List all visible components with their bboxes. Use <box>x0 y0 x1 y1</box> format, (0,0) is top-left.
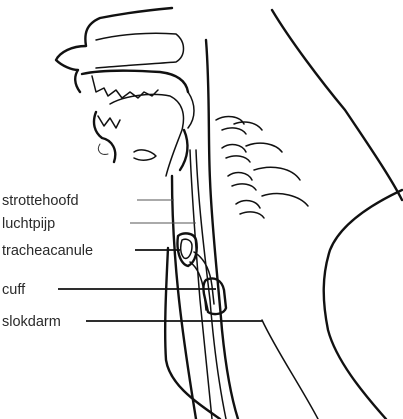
shoulder-outline <box>324 190 402 419</box>
cuff <box>203 278 226 314</box>
vertebra <box>254 167 300 180</box>
label-strottehoofd: strottehoofd <box>2 193 79 209</box>
soft-palate <box>188 92 194 128</box>
epiglottis <box>180 130 187 170</box>
label-cuff: cuff <box>2 282 26 298</box>
back-lower-outline <box>262 320 318 419</box>
vertebra <box>228 173 256 190</box>
label-slokdarm: slokdarm <box>2 314 61 330</box>
vertebra <box>222 145 250 162</box>
vertebra <box>262 194 308 206</box>
label-tracheacanule: tracheacanule <box>2 243 93 259</box>
vertebra <box>246 143 282 152</box>
vertebra <box>216 117 246 134</box>
cervical-vertebrae <box>216 117 308 218</box>
vertebra <box>236 201 264 218</box>
label-luchtpijp: luchtpijp <box>2 216 55 232</box>
hyoid-bone <box>134 150 156 160</box>
cannula-inner <box>181 239 192 258</box>
lower-teeth <box>98 116 120 128</box>
pharynx-back-wall <box>206 40 238 419</box>
jaw-detail <box>98 144 108 154</box>
face-profile-outline <box>56 8 172 92</box>
tongue <box>110 94 184 176</box>
nasal-cavity <box>96 33 184 68</box>
tracheal-cannula <box>177 233 214 310</box>
upper-jaw <box>82 71 188 92</box>
